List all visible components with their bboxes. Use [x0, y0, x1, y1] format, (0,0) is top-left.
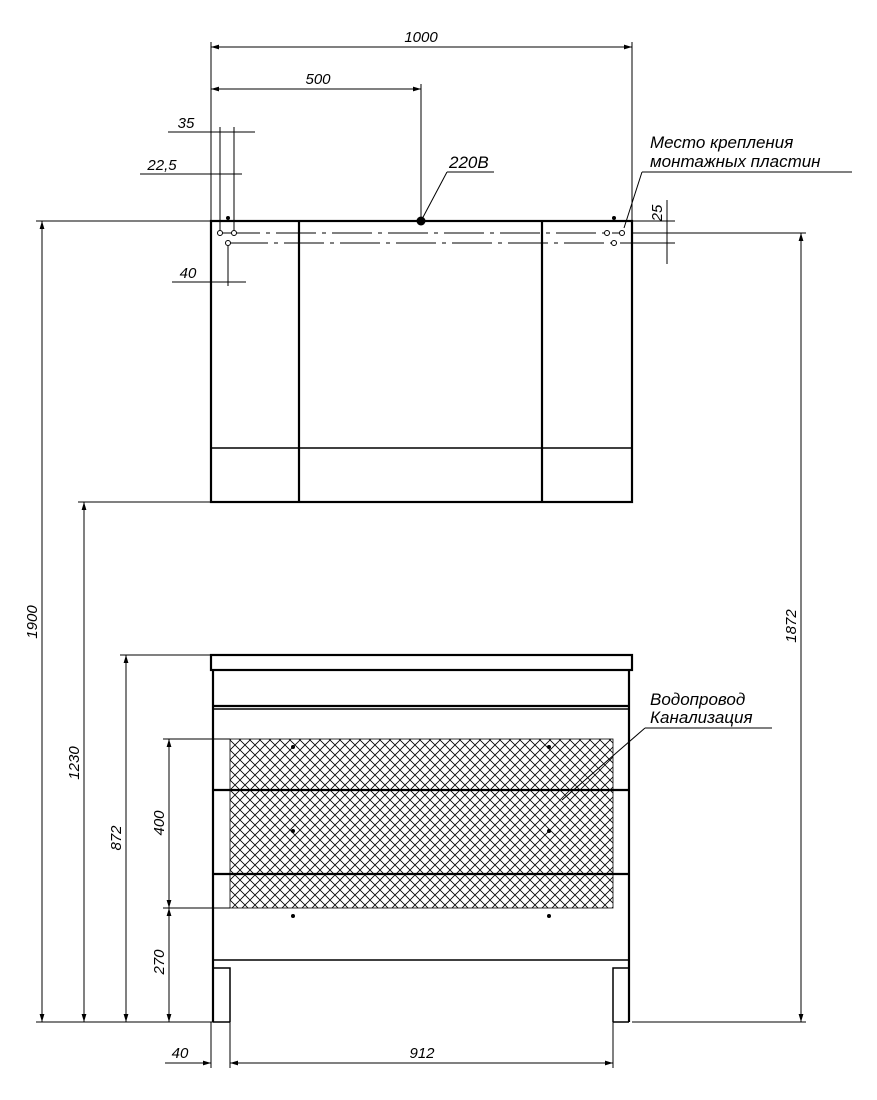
handle-dot [547, 829, 551, 833]
mount-hole [231, 230, 237, 236]
handle-dot [547, 745, 551, 749]
callouts: 220В Место крепления монтажных пластин В… [420, 133, 852, 801]
plumbing-leader [561, 727, 646, 801]
dimension-lines: 1000 500 35 22,5 40 25 1900 1230 [24, 29, 806, 1068]
mount-hole [604, 230, 610, 236]
dim-1230-label: 1230 [66, 746, 83, 780]
dim-40-top-label: 40 [180, 265, 197, 282]
mount-hole [217, 230, 223, 236]
dim-22-5-label: 22,5 [146, 157, 177, 174]
mount-hole [225, 240, 231, 246]
right-leg [612, 967, 629, 1022]
handle-dot [291, 914, 295, 918]
handle-dot [291, 745, 295, 749]
handle-dot [291, 829, 295, 833]
mirror-cabinet-outline [209, 219, 634, 504]
vanity-unit [209, 653, 634, 1023]
dim-35-label: 35 [178, 115, 195, 132]
mount-point [612, 216, 616, 220]
mount-hole [619, 230, 625, 236]
dim-270-label: 270 [151, 949, 168, 976]
countertop [209, 653, 634, 672]
mount-hole [611, 240, 617, 246]
mount-leader [623, 171, 643, 229]
handle-dot [547, 914, 551, 918]
dim-500-label: 500 [305, 71, 331, 88]
mount-point [226, 216, 230, 220]
dim-25-label: 25 [649, 204, 666, 222]
power-label: 220В [448, 153, 489, 172]
plumbing-zone [229, 738, 614, 909]
power-leader [420, 171, 448, 222]
mount-label-line2: монтажных пластин [650, 152, 821, 171]
dim-400-label: 400 [151, 810, 168, 836]
mount-label-line1: Место крепления [650, 133, 793, 152]
dim-bottom-40-label: 40 [172, 1045, 189, 1062]
dim-1900-label: 1900 [24, 605, 41, 639]
mirror-cabinet [209, 216, 634, 504]
dim-1872-label: 1872 [783, 609, 800, 643]
dim-1000-label: 1000 [404, 29, 438, 46]
plumbing-label-line2: Канализация [650, 708, 753, 727]
plumbing-label-line1: Водопровод [650, 690, 745, 709]
left-leg [213, 967, 231, 1022]
dim-872-label: 872 [108, 825, 125, 851]
dim-912-label: 912 [409, 1045, 435, 1062]
